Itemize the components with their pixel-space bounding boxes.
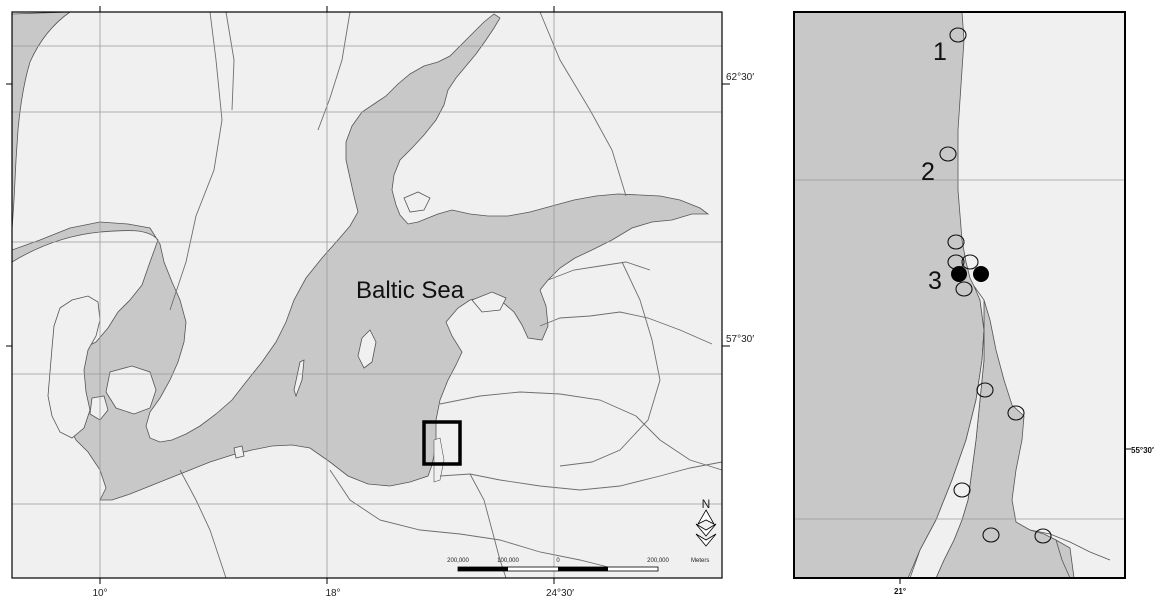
lon-label-10: 10° [92,588,107,598]
north-sea-water [11,11,72,231]
curonian-spit [909,285,985,579]
scale-unit: Meters [691,558,709,564]
overview-ticks [6,6,730,584]
saaremaa-island [471,291,507,313]
sea-label: Baltic Sea [356,277,465,304]
funen-island [89,395,109,421]
country-borders [169,11,723,579]
overview-graticule [12,12,722,578]
aland-islands [403,191,431,213]
scale-tick-2: 100,000 [497,558,519,564]
bornholm-island [233,445,245,459]
scale-tick-1: 200,000 [447,558,469,564]
site-label-1: 1 [933,38,947,66]
study-area-box [422,420,462,466]
zealand-island [105,365,157,415]
scale-bar: 200,000 100,000 0 200,000 Meters [447,558,709,572]
detail-lat-label: 55°30′ [1131,446,1154,455]
north-label: N [702,497,711,511]
sampling-sites [939,27,1052,544]
filled-site-marker [973,266,989,282]
detail-frame [793,11,1126,579]
site-marker [982,527,1000,543]
overview-map: Baltic Sea 10° 18° 24°30′ 62°30′ 57°30′ … [6,6,754,598]
lon-label-24-30: 24°30′ [546,588,574,598]
overview-frame [11,11,723,579]
gotland-island [357,329,377,369]
north-arrow-icon: N [695,497,717,547]
river-delta [1029,529,1111,579]
lat-label-62-30: 62°30′ [726,72,754,83]
site-marker [939,146,957,162]
scale-tick-4: 200,000 [647,558,669,564]
filled-site-marker [951,266,967,282]
site-marker [1034,528,1052,544]
site-marker [947,234,965,250]
lon-label-18: 18° [325,588,340,598]
site-marker [976,382,994,398]
jutland-land [47,295,101,439]
site-label-3: 3 [928,267,942,295]
detail-lon-label: 21° [894,587,906,596]
detail-graticule [794,179,1125,520]
site-marker [955,281,973,297]
highlighted-sites [951,266,989,282]
site-marker [1007,405,1025,421]
lat-label-57-30: 57°30′ [726,334,754,345]
scale-tick-3: 0 [556,558,560,564]
site-marker [953,482,971,498]
site-marker [961,254,979,270]
site-label-2: 2 [921,158,935,186]
curonian-spit-overview [433,437,445,483]
site-marker [949,27,967,43]
detail-map: 1 2 3 21° 55°30′ [793,11,1154,596]
oland-island [293,359,305,398]
